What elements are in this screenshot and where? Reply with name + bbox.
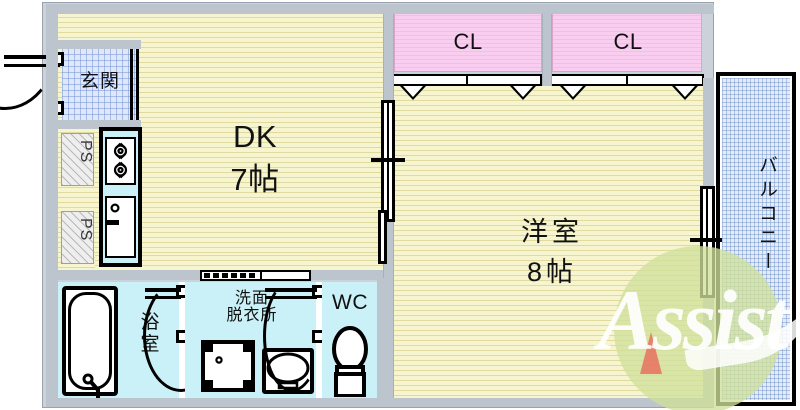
bathtub-inner: [68, 292, 112, 390]
closet-2-door-marker-right: [672, 86, 698, 100]
wc-door-swing-arc: [263, 280, 321, 392]
closet-1-door-marker-right: [510, 86, 536, 100]
dk-window-right: [378, 210, 387, 264]
sliding-door-handle-mark: [371, 158, 405, 162]
closet-1-rail-divider: [466, 74, 468, 86]
wet-block-right-wall: [377, 278, 385, 398]
closet-divider-wall: [542, 4, 552, 86]
room-closet-1-floor: [394, 10, 542, 72]
genkan-bottom-wall: [58, 120, 141, 129]
room-ps-2: [61, 211, 94, 264]
bathtub-drain-icon: [82, 373, 100, 401]
sink-faucet-icon: [105, 203, 120, 225]
room-closet-2-floor: [552, 10, 702, 72]
bedroom-right-exterior-wall: [703, 78, 714, 186]
washer-pan-corners-icon: [205, 344, 251, 388]
top-exterior-wall: [46, 4, 714, 14]
left-exterior-wall: [46, 4, 58, 406]
genkan-top-wall: [58, 40, 141, 49]
balcony-sliding-door-handle-mark: [690, 238, 722, 242]
senmen-door-louver-icon: [204, 272, 262, 279]
genkan-step-edge: [130, 48, 133, 120]
bath-door-swing-arc: [143, 280, 219, 392]
closet-1-door-marker-left: [400, 86, 426, 100]
closet-2-rail-divider: [626, 74, 628, 86]
room-balcony-floor: [722, 78, 790, 400]
senmen-entry-door[interactable]: [200, 270, 311, 281]
toilet: [332, 326, 368, 397]
room-ps-1: [61, 133, 94, 186]
bottom-exterior-wall: [46, 398, 714, 407]
stove-burners-icon: [113, 142, 128, 179]
closet-2-door-marker-left: [560, 86, 586, 100]
bedroom-right-exterior-wall-lower: [703, 298, 714, 398]
room-genkan-floor: [62, 48, 138, 120]
sink[interactable]: [105, 196, 136, 258]
balcony-sliding-door-leaf: [706, 189, 708, 295]
room-yoshitsu-floor: [392, 85, 703, 398]
genkan-step-edge-2: [136, 48, 139, 120]
